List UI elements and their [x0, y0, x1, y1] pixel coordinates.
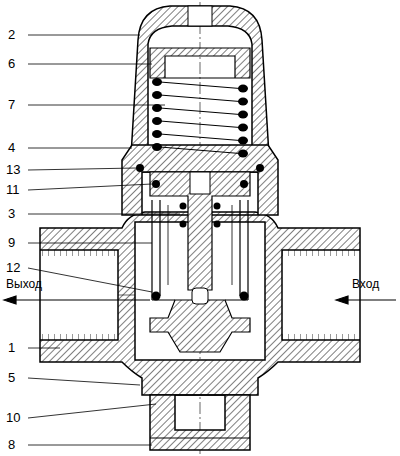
- callout-number: 4: [8, 141, 15, 155]
- valve-tip: [192, 288, 208, 304]
- coil-section: [238, 85, 248, 93]
- cartridge-window: [168, 205, 169, 285]
- thread: [40, 334, 118, 340]
- spring-coil: [160, 82, 240, 89]
- spring-coil: [160, 108, 240, 115]
- leader-lines: [28, 35, 180, 445]
- thread: [40, 250, 118, 256]
- coil-section: [152, 130, 162, 138]
- callout-number: 7: [8, 98, 15, 112]
- spring: [152, 78, 248, 158]
- spring-coil: [160, 95, 240, 102]
- coil-section: [152, 143, 162, 151]
- callout-number: 8: [8, 438, 15, 452]
- spring-coil: [160, 121, 240, 128]
- callout-number: 3: [8, 207, 15, 221]
- callout-number: 5: [8, 371, 15, 385]
- flow-label: Выход: [6, 277, 42, 291]
- o-rings: [136, 164, 264, 406]
- callout-number: 6: [8, 57, 15, 71]
- thread: [282, 334, 360, 340]
- coil-section: [238, 124, 248, 132]
- stem-bore: [190, 172, 210, 194]
- callout-number: 1: [8, 341, 15, 355]
- callout-number: 9: [8, 236, 15, 250]
- bottom-plug: [150, 395, 250, 450]
- coil-section: [152, 117, 162, 125]
- coil-section: [238, 137, 248, 145]
- callout-number: 10: [6, 411, 20, 425]
- cartridge: [152, 200, 248, 300]
- spring-coil: [160, 147, 240, 154]
- valve-seat: [150, 300, 250, 352]
- cap-slot: [188, 6, 212, 26]
- callout-number: 2: [8, 28, 15, 42]
- coil-section: [238, 111, 248, 119]
- coil-section: [238, 150, 248, 158]
- plug-edge: [150, 438, 250, 439]
- flow-label: Вход: [352, 277, 379, 291]
- callout-number: 12: [6, 261, 20, 275]
- cartridge-window: [232, 205, 233, 285]
- coil-section: [152, 78, 162, 86]
- coil-section: [238, 98, 248, 106]
- spring-coil: [160, 134, 240, 141]
- flow-arrows: [4, 296, 396, 304]
- passage-line: [118, 295, 135, 296]
- callout-number: 13: [6, 163, 20, 177]
- piston: [150, 172, 250, 290]
- thread: [282, 250, 360, 256]
- coil-section: [152, 91, 162, 99]
- callout-number: 11: [6, 183, 20, 197]
- spring-cap: [150, 48, 250, 78]
